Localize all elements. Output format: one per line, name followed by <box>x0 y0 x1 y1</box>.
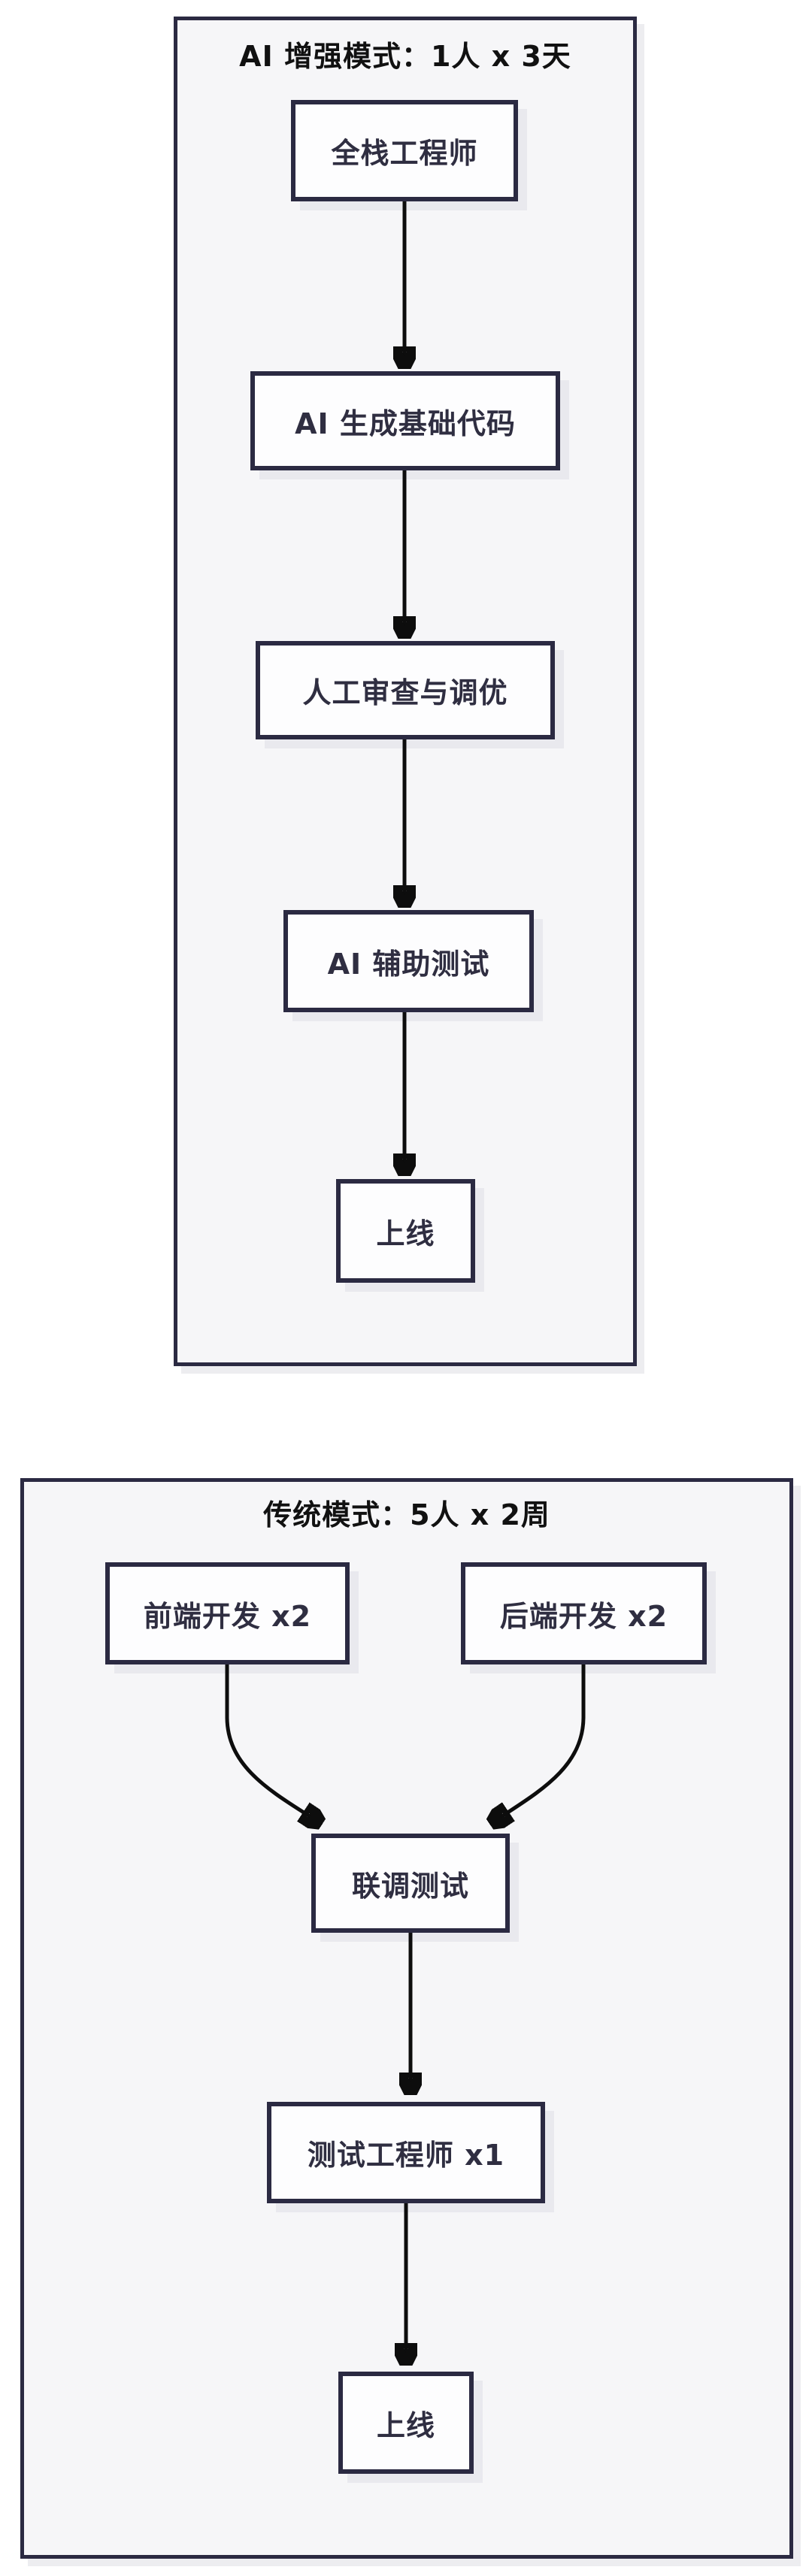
node-backend-dev: 后端开发 x2 <box>461 1562 707 1664</box>
node-fullstack-engineer: 全栈工程师 <box>291 100 518 201</box>
node-integration-testing: 联调测试 <box>311 1834 510 1933</box>
node-ai-assisted-testing: AI 辅助测试 <box>283 910 534 1012</box>
node-ai-generate-base-code: AI 生成基础代码 <box>250 371 560 470</box>
node-human-review-tuning: 人工审查与调优 <box>256 641 555 739</box>
node-frontend-dev: 前端开发 x2 <box>105 1562 350 1664</box>
subgraph-ai-mode-title: AI 增强模式：1人 x 3天 <box>239 40 571 73</box>
node-launch-ai-mode: 上线 <box>336 1179 475 1283</box>
node-test-engineer: 测试工程师 x1 <box>267 2102 545 2203</box>
subgraph-traditional-mode-title: 传统模式：5人 x 2周 <box>263 1498 550 1531</box>
node-launch-traditional: 上线 <box>338 2372 474 2474</box>
